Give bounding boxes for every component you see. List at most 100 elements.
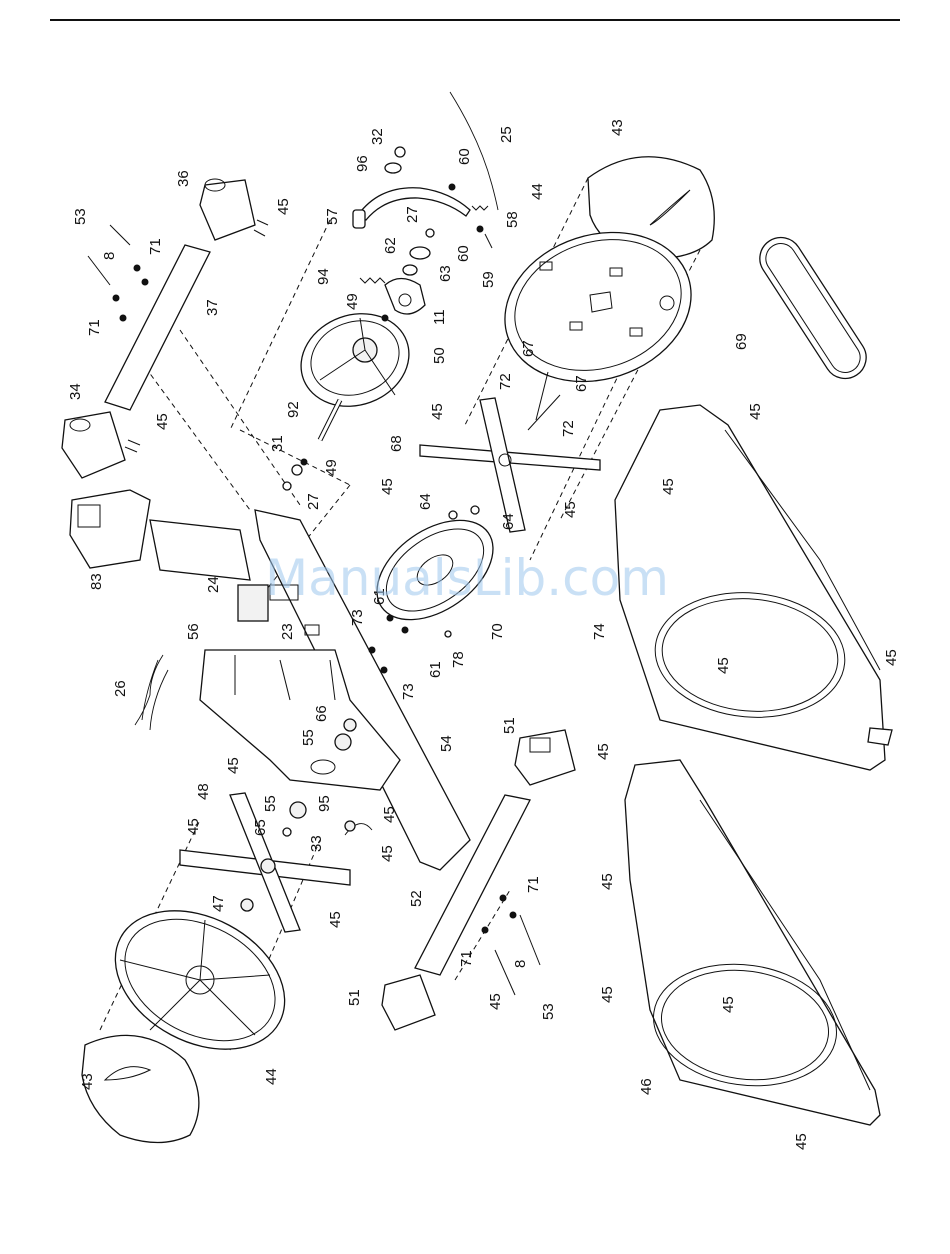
label-66: 66 (313, 705, 330, 722)
label-45: 45 (599, 986, 616, 1003)
part-67-bolt-a (536, 372, 548, 420)
part-64-nut-b (471, 506, 479, 514)
part-95-sensor (345, 821, 355, 831)
label-68: 68 (388, 435, 405, 452)
label-52: 52 (408, 890, 425, 907)
part-53-bolt-a (110, 225, 130, 245)
part-66-bushing (344, 719, 356, 731)
label-53: 53 (540, 1003, 557, 1020)
label-36: 36 (175, 170, 192, 187)
label-69: 69 (733, 333, 750, 350)
part-37-stabilizer-tube (105, 245, 210, 410)
label-26: 26 (112, 680, 129, 697)
label-95: 95 (316, 795, 333, 812)
label-45: 45 (720, 996, 737, 1013)
label-45: 45 (379, 478, 396, 495)
part-94-spring (360, 278, 385, 283)
part-32-nut (395, 147, 405, 157)
label-45: 45 (379, 845, 396, 862)
label-49: 49 (344, 293, 361, 310)
label-25: 25 (498, 126, 515, 143)
label-71: 71 (525, 876, 542, 893)
part-61-bolt-b (402, 627, 408, 633)
part-96-washer (385, 163, 401, 173)
part-64-nut-a (449, 511, 457, 519)
part-55-bushing-a (335, 734, 351, 750)
label-47: 47 (210, 895, 227, 912)
part-24-bracket (238, 585, 268, 621)
label-24: 24 (205, 576, 222, 593)
label-44: 44 (529, 183, 546, 200)
label-61: 61 (427, 661, 444, 678)
label-63: 63 (437, 265, 454, 282)
label-45: 45 (487, 993, 504, 1010)
label-56: 56 (185, 623, 202, 640)
part-55-bushing-b (290, 802, 306, 818)
part-48-crank-bracket (180, 793, 350, 932)
part-62-washer (403, 265, 417, 275)
part-60-nut-a (449, 184, 455, 190)
label-11: 11 (431, 309, 448, 325)
label-45: 45 (562, 501, 579, 518)
part-47-nut (241, 899, 253, 911)
label-65: 65 (252, 819, 269, 836)
part-43-lower-cover (82, 1035, 199, 1142)
label-23: 23 (279, 623, 296, 640)
part-26-wire-harness (135, 655, 168, 730)
label-67: 67 (573, 375, 590, 392)
part-59-bolt (485, 234, 492, 248)
label-73: 73 (400, 683, 417, 700)
label-78: 78 (450, 651, 467, 668)
label-64: 64 (417, 493, 434, 510)
label-74: 74 (591, 623, 608, 640)
label-45: 45 (715, 657, 732, 674)
label-31: 31 (269, 435, 286, 452)
label-48: 48 (195, 783, 212, 800)
label-45: 45 (154, 413, 171, 430)
label-60: 60 (456, 148, 473, 165)
part-83-upright-cover (70, 490, 150, 568)
part-67-bolt-b (528, 395, 560, 430)
label-53: 53 (72, 208, 89, 225)
label-94: 94 (315, 268, 332, 285)
part-49-nut (382, 315, 388, 321)
label-45: 45 (225, 757, 242, 774)
part-11-bracket (385, 279, 425, 315)
label-45: 45 (185, 818, 202, 835)
part-27-nut (426, 229, 434, 237)
label-92: 92 (285, 401, 302, 418)
part-58-spring (472, 206, 488, 210)
label-70: 70 (489, 623, 506, 640)
part-63-disk (410, 247, 430, 259)
label-46: 46 (638, 1078, 655, 1095)
label-45: 45 (429, 403, 446, 420)
label-67: 67 (520, 340, 537, 357)
label-49: 49 (323, 459, 340, 476)
label-43: 43 (79, 1073, 96, 1090)
label-8: 8 (101, 252, 118, 260)
label-43: 43 (609, 119, 626, 136)
part-78-pin (445, 631, 451, 637)
part-51-end-cap-b (382, 975, 435, 1030)
label-45: 45 (381, 806, 398, 823)
label-58: 58 (504, 211, 521, 228)
part-53-bolt-b (520, 915, 540, 965)
label-27: 27 (404, 206, 421, 223)
label-27: 27 (305, 493, 322, 510)
label-51: 51 (501, 717, 518, 734)
label-62: 62 (382, 237, 399, 254)
label-45: 45 (327, 911, 344, 928)
label-45: 45 (793, 1133, 810, 1150)
label-72: 72 (560, 420, 577, 437)
label-45: 45 (275, 198, 292, 215)
label-73: 73 (349, 609, 366, 626)
label-44: 44 (263, 1068, 280, 1085)
part-50-flywheel (288, 299, 422, 421)
label-71: 71 (86, 319, 103, 336)
label-72: 72 (497, 373, 514, 390)
part-60-nut-b (477, 226, 483, 232)
label-45: 45 (595, 743, 612, 760)
label-8: 8 (512, 960, 529, 968)
